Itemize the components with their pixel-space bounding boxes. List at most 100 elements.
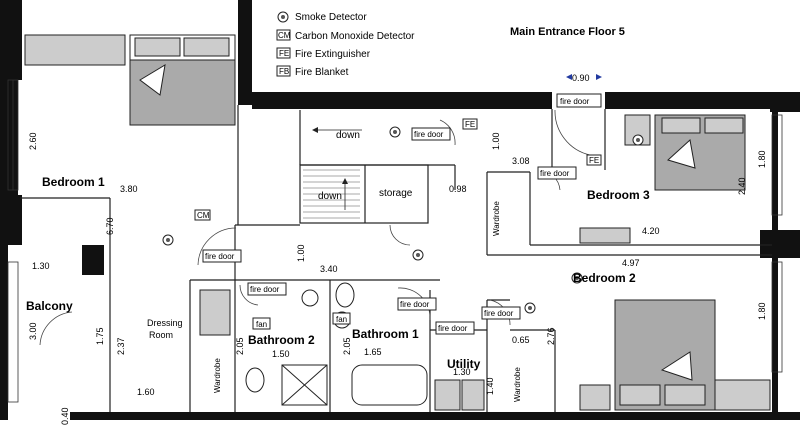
windows: [7, 79, 783, 403]
window-b3: [771, 114, 783, 216]
legend-fe-symbol: FE: [279, 49, 289, 58]
arrow-left-icon: [566, 74, 572, 80]
stair-down-lower: down: [318, 191, 342, 202]
dim-label: 6.70: [105, 217, 115, 235]
dim-label: 4.97: [622, 258, 640, 268]
window-balcony: [7, 261, 19, 403]
fan-label: fan: [336, 315, 347, 324]
wall-bottom: [70, 412, 800, 420]
stair-down-upper: down: [336, 130, 360, 141]
wall-balcony-pillar: [82, 245, 104, 275]
desk-b1: [24, 34, 126, 66]
toilet-b2: [245, 367, 265, 393]
stair-treads: [303, 169, 360, 219]
dim-label: 3.80: [120, 184, 138, 194]
dim-label: 1.65: [364, 347, 382, 357]
room-dressing-line2: Room: [149, 330, 173, 340]
dim-label: 1.30: [453, 367, 471, 377]
fire-extinguisher-icon: [276, 47, 291, 59]
dim-label: 1.75: [95, 327, 105, 345]
entrance-fire-door: [556, 93, 602, 108]
entrance-label: Main Entrance Floor 5: [510, 26, 625, 38]
wardrobe-b2: Wardrobe: [513, 367, 522, 402]
arrow-up-icon: [342, 178, 348, 184]
smoke-detector-icon: [571, 272, 583, 284]
co-detector-icon: [276, 29, 291, 41]
arrow-left-icon: [312, 127, 318, 133]
legend-fb-label: Fire Blanket: [295, 67, 349, 78]
dim-label: 3.08: [512, 156, 530, 166]
fire-door-label: fire door: [400, 300, 430, 309]
furniture: [24, 34, 771, 411]
dimensions: 2.60 3.80 6.70 1.30 3.00 1.75 2.37 1.60 …: [28, 132, 767, 425]
dim-label: 1.60: [137, 387, 155, 397]
wall-top-right: [605, 92, 800, 109]
room-bedroom-2: Bedroom 2: [573, 271, 636, 285]
washer: [434, 379, 461, 411]
dim-label: 3.40: [320, 264, 338, 274]
legend-fb-symbol: FB: [279, 67, 289, 76]
fire-extinguisher-icon: [462, 118, 478, 130]
legend-co-label: Carbon Monoxide Detector: [295, 31, 415, 42]
smoke-detector-icon: [524, 302, 536, 314]
fire-door-label: fire door: [205, 252, 235, 261]
smoke-detector-icon: [389, 126, 401, 138]
dim-label: 1.80: [757, 150, 767, 168]
fire-door-label: fire door: [414, 130, 444, 139]
fan-label: fan: [256, 320, 267, 329]
dim-label: 1.50: [272, 349, 290, 359]
wall-top-middle: [252, 92, 552, 109]
legend-fe-label: Fire Extinguisher: [295, 49, 371, 60]
dim-label: 2.76: [546, 327, 556, 345]
wardrobe-b3: Wardrobe: [492, 201, 501, 236]
arrow-right-icon: [596, 74, 602, 80]
wall-center-top: [238, 0, 252, 105]
dim-label: 2.60: [28, 132, 38, 150]
room-bathroom-2: Bathroom 2: [248, 333, 315, 347]
smoke-detector-icon: [632, 134, 644, 146]
smoke-detector-icon: [412, 249, 424, 261]
dim-label: 1.80: [757, 302, 767, 320]
fan-icon: [332, 312, 351, 325]
fan-icon: [252, 317, 271, 330]
sink-b2: [301, 289, 319, 307]
fe-label: FE: [465, 120, 475, 129]
wall-left-mid: [0, 195, 22, 245]
dryer: [461, 379, 485, 411]
co-detector-icon: [194, 209, 211, 221]
dim-label: 0.65: [512, 335, 530, 345]
dim-label: 4.20: [642, 226, 660, 236]
dim-label: 2.37: [116, 337, 126, 355]
wall-left-upper: [0, 0, 18, 200]
fire-door-label: fire door: [250, 285, 280, 294]
room-utility: Utility: [447, 357, 481, 371]
fe-label: FE: [589, 156, 599, 165]
legend: Smoke Detector CM Carbon Monoxide Detect…: [276, 12, 415, 78]
toilet-b1: [335, 282, 355, 308]
wall-right-cap: [770, 92, 800, 112]
fire-door-tags: fire door fire door fire door fire door …: [202, 127, 577, 335]
dim-label: 0.40: [60, 407, 70, 425]
room-dressing-line1: Dressing: [147, 318, 183, 328]
wall-right-mid: [760, 230, 800, 258]
dressing-cabinet: [199, 289, 231, 336]
dim-label: 0.98: [449, 184, 467, 194]
legend-smoke-label: Smoke Detector: [295, 12, 367, 23]
window-b2: [771, 261, 783, 373]
legend-co-symbol: CM: [278, 31, 291, 40]
room-bedroom-3: Bedroom 3: [587, 188, 650, 202]
smoke-detectors: [162, 11, 644, 314]
fire-extinguisher-icon: [586, 154, 602, 166]
room-storage: storage: [379, 188, 413, 199]
room-balcony: Balcony: [26, 299, 73, 313]
dim-label: 3.00: [28, 322, 38, 340]
room-bathroom-1: Bathroom 1: [352, 327, 419, 341]
smoke-detector-icon: [162, 234, 174, 246]
dim-label: 2.05: [342, 337, 352, 355]
dim-label: 1.00: [296, 244, 306, 262]
dim-label: 2.05: [235, 337, 245, 355]
dim-label: 2.40: [737, 177, 747, 195]
smoke-detector-icon: [277, 11, 289, 23]
cm-label: CM: [197, 211, 210, 220]
